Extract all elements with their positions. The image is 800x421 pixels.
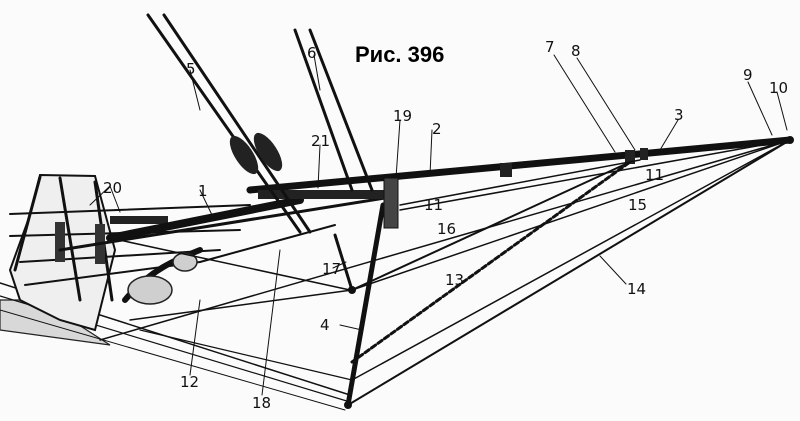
label-14: 14 [627,280,646,298]
label-8: 8 [571,42,581,60]
leader-lines [89,54,788,396]
dolphin-striker [333,177,399,409]
label-11-left: 11 [424,196,443,214]
label-2: 2 [432,120,442,138]
label-4: 4 [320,316,330,334]
label-5: 5 [186,60,196,78]
callout-labels: 1 2 3 4 5 6 7 8 9 10 11 11 12 13 14 15 1… [103,38,788,412]
label-17: 17 [322,260,341,278]
forestays [146,13,374,234]
label-10: 10 [769,79,788,97]
guys [109,224,353,381]
label-11-right: 11 [645,166,664,184]
label-9: 9 [743,66,753,84]
label-21: 21 [311,132,330,150]
label-20: 20 [103,179,122,197]
label-16: 16 [437,220,456,238]
label-13: 13 [445,271,464,289]
label-19: 19 [393,107,412,125]
label-15: 15 [628,196,647,214]
label-6: 6 [307,44,317,62]
label-12: 12 [180,373,199,391]
stays-from-boom-end [99,139,791,406]
chain-bobstay [350,160,632,364]
label-1: 1 [198,182,208,200]
label-7: 7 [545,38,555,56]
label-18: 18 [252,394,271,412]
spars [58,136,794,252]
bow-structure [8,173,251,332]
figure-title: Рис. 396 [355,42,444,67]
label-3: 3 [674,106,684,124]
